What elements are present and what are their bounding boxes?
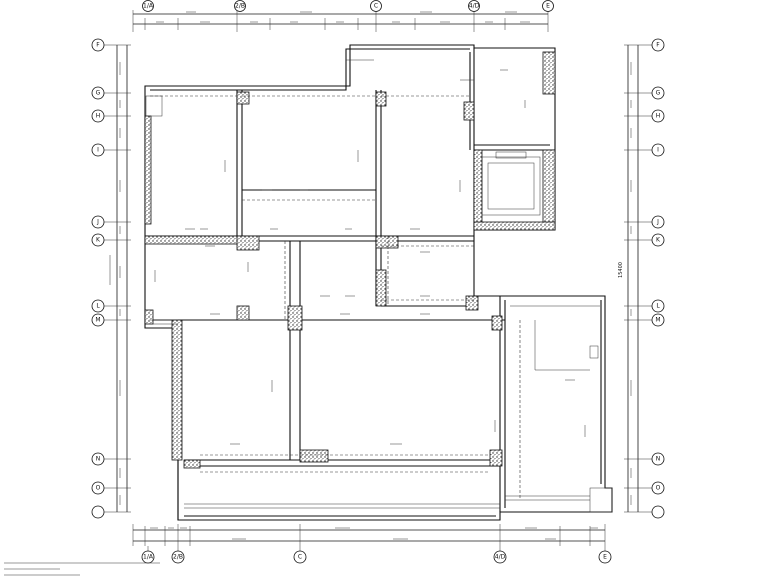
right-dimension-chain: 15400 <box>618 44 642 513</box>
axis-label: G <box>656 90 661 97</box>
axis-label: N <box>96 456 101 463</box>
axis-bubble-right-F: F <box>642 38 665 52</box>
axis-bubble-top-1: 1/A <box>142 0 154 12</box>
axis-label: G <box>96 90 101 97</box>
axis-bubble-top-3: C <box>370 0 382 12</box>
axis-bubble-right-N: N <box>642 452 665 466</box>
bottom-dimension-chain <box>132 524 606 546</box>
left-dimension-chain <box>109 44 131 513</box>
axis-bubble-left-O: O <box>91 481 113 495</box>
axis-label: N <box>656 456 661 463</box>
axis-label: C <box>298 554 302 561</box>
interior-dimension-marks <box>154 69 586 445</box>
axis-label: F <box>656 42 660 49</box>
axis-label: 4/D <box>495 554 506 561</box>
axis-bubble-right-J: J <box>642 215 665 229</box>
axis-bubble-left-I: I <box>91 143 113 157</box>
axis-label: J <box>656 219 659 226</box>
axis-bubble-right-M: M <box>642 313 665 327</box>
fixtures <box>145 59 613 513</box>
axis-label: 4/D <box>469 3 480 10</box>
axis-bubble-bottom-3: C <box>293 546 307 564</box>
axis-label: O <box>656 485 661 492</box>
right-axis-bubbles: F G H I J K L <box>642 38 665 519</box>
axis-bubble-right-extra <box>642 505 665 519</box>
axis-label: K <box>96 237 101 244</box>
axis-bubble-top-4: 4/D <box>468 0 480 12</box>
axis-bubble-right-K: K <box>642 233 665 247</box>
axis-bubble-right-I: I <box>642 143 665 157</box>
axis-bubble-left-F: F <box>91 38 113 52</box>
floor-plan <box>144 44 613 521</box>
axis-label: H <box>96 113 101 120</box>
masonry-hatch <box>144 51 556 469</box>
notes-block <box>4 562 160 576</box>
dashed-lines <box>150 95 521 500</box>
axis-label: 1/A <box>143 554 154 561</box>
axis-bubble-left-extra <box>91 505 113 519</box>
axis-bubble-left-G: G <box>91 86 113 100</box>
overall-dimension: 15400 <box>618 262 624 278</box>
axis-label: L <box>656 303 660 310</box>
axis-label: 2/B <box>235 3 245 10</box>
axis-bubble-bottom-2: 2/B <box>171 546 185 564</box>
axis-label: M <box>95 317 100 324</box>
axis-label: E <box>603 554 607 561</box>
axis-label: O <box>96 485 101 492</box>
axis-bubble-left-L: L <box>91 299 113 313</box>
axis-label: 1/A <box>143 3 154 10</box>
top-axis-bubbles: 1/A 2/B C 4/D E <box>142 0 554 12</box>
interior-walls <box>145 48 555 520</box>
bottom-axis-bubbles: 1/A 2/B C 4/D E <box>141 546 612 564</box>
axis-bubble-left-J: J <box>91 215 113 229</box>
axis-bubble-left-K: K <box>91 233 113 247</box>
axis-bubble-bottom-5: E <box>598 546 612 564</box>
axis-bubble-left-H: H <box>91 109 113 123</box>
axis-label: M <box>655 317 660 324</box>
axis-label: F <box>96 42 100 49</box>
axis-label: J <box>96 219 99 226</box>
axis-bubble-bottom-4: 4/D <box>493 546 507 564</box>
top-dimension-chain <box>132 10 549 32</box>
axis-bubble-right-O: O <box>642 481 665 495</box>
axis-label: H <box>656 113 661 120</box>
axis-label: 2/B <box>173 554 183 561</box>
axis-bubble-bottom-1: 1/A <box>141 546 155 564</box>
axis-bubble-right-G: G <box>642 86 665 100</box>
axis-label: L <box>96 303 100 310</box>
axis-label: K <box>656 237 661 244</box>
left-axis-bubbles: F G H I J K L <box>91 38 113 519</box>
axis-label: I <box>657 147 659 154</box>
axis-label: E <box>546 3 550 10</box>
axis-bubble-top-5: E <box>542 0 554 12</box>
axis-bubble-top-2: 2/B <box>234 0 246 12</box>
axis-bubble-left-M: M <box>91 313 113 327</box>
axis-bubble-right-H: H <box>642 109 665 123</box>
axis-label: C <box>374 3 378 10</box>
axis-bubble-left-N: N <box>91 452 113 466</box>
axis-label: I <box>97 147 99 154</box>
axis-bubble-right-L: L <box>642 299 665 313</box>
